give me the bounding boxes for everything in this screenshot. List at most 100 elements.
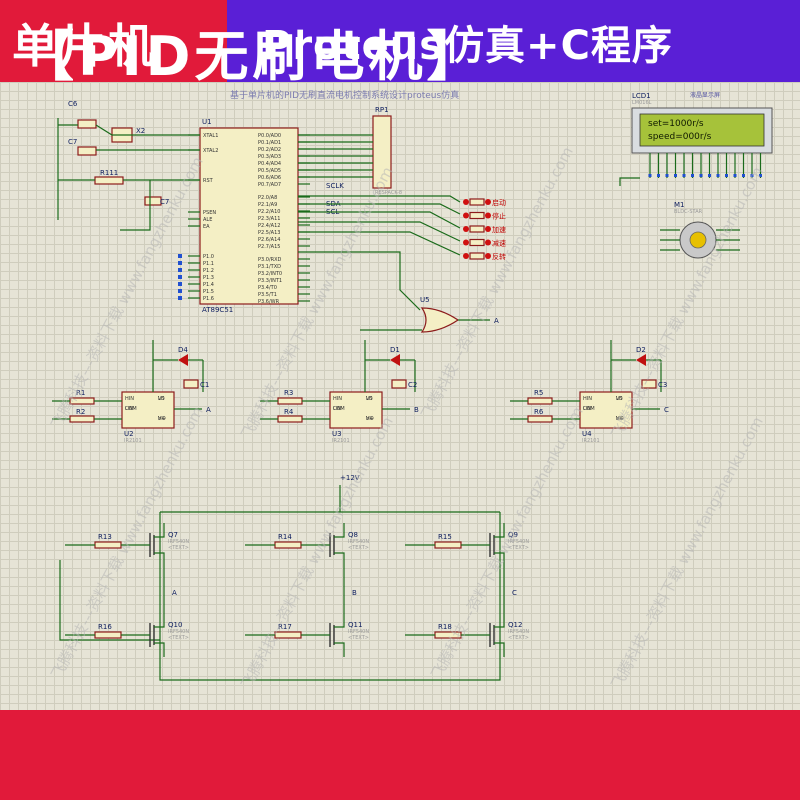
- diode: [178, 354, 188, 366]
- svg-text:COM: COM: [583, 406, 595, 412]
- mcu-pin-label: PSEN: [203, 210, 216, 216]
- driver-ref: U4: [582, 430, 592, 438]
- category-tag-label: 单片机: [12, 19, 156, 73]
- mcu-pin-label: P2.7/A15: [258, 244, 280, 250]
- mosfet-ref: Q11: [348, 621, 362, 629]
- bldc-motor-m1: M1 BLDC-STAR: [660, 201, 740, 259]
- button-indicator: [485, 226, 491, 232]
- cap-c6-label: C7: [68, 138, 77, 146]
- mcu-pin-label: P1.6: [203, 296, 214, 302]
- capacitor: [641, 379, 657, 389]
- driver-ref: U3: [332, 430, 342, 438]
- button-indicator: [485, 212, 491, 219]
- lcd-pin-marker: [691, 174, 694, 177]
- template-text: <TEXT>: [508, 635, 529, 641]
- mcu-pin-label: P2.4/A12: [258, 223, 280, 229]
- svg-text:COM: COM: [333, 406, 345, 412]
- button-indicator: [463, 239, 469, 246]
- button-label: 加速: [492, 225, 506, 234]
- button-label: 减速: [492, 239, 506, 248]
- mcu-pin-label: P1.3: [203, 275, 214, 281]
- lcd-pin-marker: [657, 174, 660, 177]
- mcu-pin-label: P3.4/T0: [258, 285, 277, 291]
- mcu-pin-label: P2.3/A11: [258, 216, 280, 222]
- mcu-u1[interactable]: U1 AT89C51 XTAL1XTAL2RSTPSENALEEAP1.0P1.…: [178, 118, 310, 314]
- button-indicator: [463, 226, 469, 232]
- oscillator-section: C6 C7 X2 R111 C7: [57, 100, 200, 231]
- lcd-module: LCD1 LM016L 液晶显示屏 set=1000r/s speed=000r…: [619, 91, 773, 186]
- mcu-pin-label: P0.2/AD2: [258, 147, 281, 153]
- watermark-text: 飞腾科技---资料下载 www.fangzhenku.com: [418, 144, 577, 422]
- cap-c7-label: C7: [160, 198, 169, 206]
- pin-marker: [178, 268, 182, 272]
- svg-text:V+: V+: [158, 416, 166, 422]
- mcu-pin-label: RST: [203, 178, 214, 184]
- gate-resistor: [434, 541, 462, 549]
- mosfet-part: IRF540N: [168, 629, 189, 635]
- resistor-label: R6: [534, 408, 544, 416]
- lcd-pin-marker: [725, 174, 728, 177]
- mcu-pin-label: P3.5/T1: [258, 292, 277, 298]
- mosfet-part: IRF540N: [508, 539, 529, 545]
- schematic-header: 基于单片机的PID无刷直流电机控制系统设计proteus仿真: [230, 89, 459, 101]
- driver-part: IR2101: [582, 438, 600, 444]
- gate-resistor: [94, 631, 122, 639]
- button-indicator: [463, 212, 469, 219]
- driver-resistor: [69, 415, 95, 423]
- mcu-pin-label: P0.4/AD4: [258, 161, 281, 167]
- svg-text:LO: LO: [616, 396, 623, 402]
- svg-text:BLDC-STAR: BLDC-STAR: [674, 209, 703, 215]
- lcd-pin-marker: [742, 174, 745, 177]
- lcd-pin-marker: [674, 174, 677, 177]
- template-text: <TEXT>: [348, 545, 369, 551]
- svg-text:HO: HO: [616, 416, 624, 422]
- phase-label: A: [206, 406, 211, 414]
- mcu-pin-label: EA: [203, 224, 210, 230]
- mcu-pin-label: P0.6/AD6: [258, 175, 281, 181]
- watermark-text: 飞腾科技---资料下载 www.fangzhenku.com: [608, 164, 767, 442]
- mcu-pin-label: P1.5: [203, 289, 214, 295]
- diode: [636, 354, 646, 366]
- lcd-caption: 液晶显示屏: [690, 91, 720, 99]
- bridge-phase-label: A: [172, 589, 177, 597]
- gate-resistor-label: R13: [98, 533, 112, 541]
- resistor-label: R2: [76, 408, 85, 416]
- mosfet-ref: Q10: [168, 621, 182, 629]
- template-text: <TEXT>: [348, 635, 369, 641]
- lcd-pin-marker: [648, 174, 652, 177]
- capacitor-label: C2: [408, 381, 417, 389]
- gate-resistor-label: R15: [438, 533, 452, 541]
- resistor-pack-rp1[interactable]: RP1 RESPACK-8: [298, 106, 402, 196]
- mcu-part: AT89C51: [202, 306, 233, 314]
- lcd-pin-marker: [699, 174, 703, 177]
- mcu-pin-label: P1.2: [203, 268, 214, 274]
- mosfet-ref: Q7: [168, 531, 178, 539]
- diode: [390, 354, 400, 366]
- svg-text:HO: HO: [366, 416, 374, 422]
- template-text: <TEXT>: [168, 635, 189, 641]
- push-button: [469, 225, 485, 233]
- reset-resistor: [94, 176, 124, 185]
- watermark-text: 飞腾科技---资料下载 www.fangzhenku.com: [608, 414, 767, 692]
- pin-marker: [178, 289, 182, 293]
- mosfet-part: IRF540N: [348, 629, 369, 635]
- push-button: [469, 198, 485, 206]
- svg-text:M1: M1: [674, 201, 685, 209]
- lcd-pin-marker: [750, 174, 754, 177]
- schematic-canvas[interactable]: 基于单片机的PID无刷直流电机控制系统设计proteus仿真 C6 C7 X2 …: [0, 82, 800, 710]
- gate-driver-row: U2IR2101HINLINV+VSCOMHOLOR1R2D4C1AU3IR21…: [52, 340, 669, 444]
- svg-text:LO: LO: [158, 396, 165, 402]
- mcu-pin-label: P1.1: [203, 261, 214, 267]
- lcd-line-2: speed=000r/s: [648, 132, 712, 142]
- svg-text:+12V: +12V: [340, 474, 360, 482]
- bridge-phase-label: C: [512, 589, 517, 597]
- mcu-pin-label: P2.2/A10: [258, 209, 280, 215]
- resistor-label: R3: [284, 389, 293, 397]
- svg-text:V+: V+: [616, 416, 624, 422]
- watermark-text: 飞腾科技---资料下载 www.fangzhenku.com: [48, 154, 207, 432]
- mcu-pin-label: P0.5/AD5: [258, 168, 281, 174]
- button-indicator: [485, 253, 491, 259]
- mosfet-ref: Q9: [508, 531, 518, 539]
- svg-text:U5: U5: [420, 296, 430, 304]
